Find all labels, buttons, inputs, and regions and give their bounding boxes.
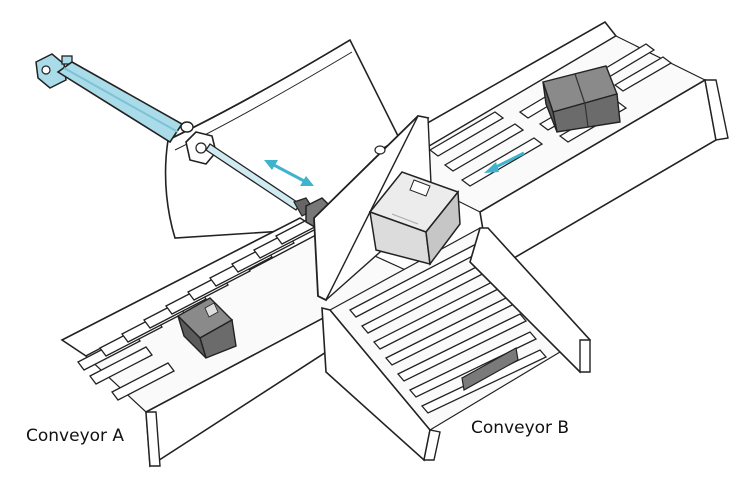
conveyor-a-label: Conveyor A [26, 426, 125, 446]
conveyor-b-lower [321, 227, 591, 462]
package-dark-lower [176, 297, 237, 359]
double-arrow-icon [264, 160, 314, 186]
conveyor-b-label: Conveyor B [471, 418, 570, 438]
package-dark-upper [542, 65, 621, 133]
flow-arrow-icon [484, 151, 525, 173]
package-light [368, 171, 461, 266]
conveyor-b-upper [378, 20, 729, 274]
